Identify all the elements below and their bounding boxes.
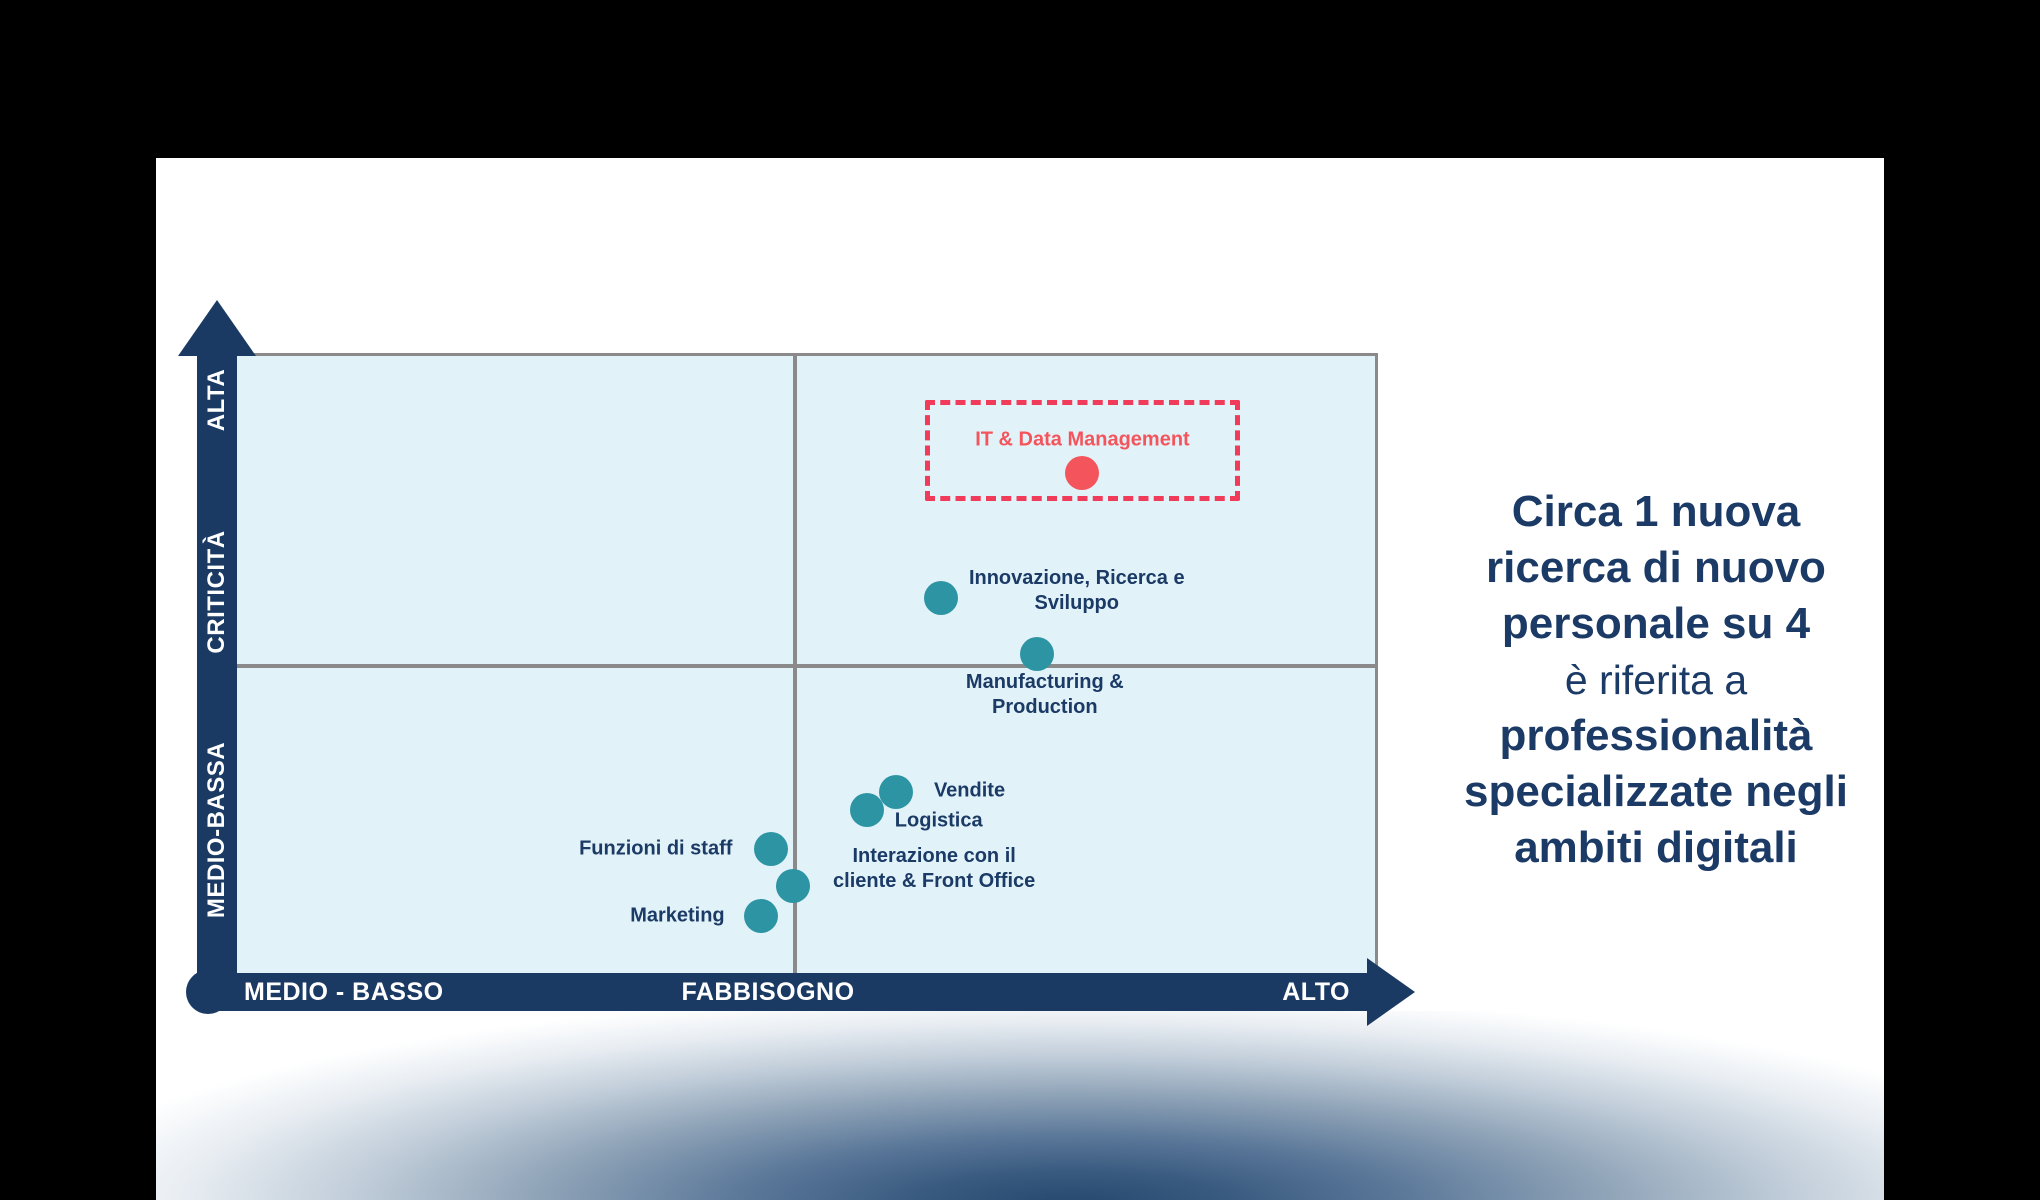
- bottom-gradient-glow: [156, 1011, 1884, 1200]
- annotation-text-block: Circa 1 nuova ricerca di nuovo personale s…: [1438, 484, 1874, 876]
- highlight-dashed-box: [925, 400, 1240, 502]
- annotation-line: ricerca di nuovo: [1486, 543, 1826, 592]
- grid-horizontal-line: [237, 664, 1375, 668]
- marketing-label: Marketing: [630, 904, 725, 927]
- vendite-dot: [879, 774, 914, 809]
- logistica-dot: [849, 792, 884, 827]
- axis-origin-circle: [186, 970, 230, 1014]
- x-axis-arrowhead: [1367, 958, 1415, 1026]
- manufacturing-production-label: Manufacturing & Production: [965, 671, 1124, 719]
- annotation-line: ambiti digitali: [1514, 823, 1798, 872]
- x-axis-title: FABBISOGNO: [681, 978, 855, 1006]
- it-data-management-label: IT & Data Management: [975, 428, 1190, 451]
- annotation-line: professionalità: [1499, 711, 1813, 760]
- annotation-line: è riferita a: [1564, 657, 1748, 703]
- annotation-line: Circa 1 nuova: [1511, 487, 1801, 536]
- it-data-management-dot: [1065, 456, 1100, 491]
- x-axis-label-alto: ALTO: [1282, 978, 1350, 1006]
- annotation-line: specializzate negli: [1464, 767, 1848, 816]
- x-axis-bar: [216, 973, 1371, 1011]
- annotation-line: personale su 4: [1501, 599, 1811, 648]
- funzioni-di-staff-dot: [753, 831, 788, 866]
- marketing-dot: [743, 898, 778, 933]
- funzioni-di-staff-label: Funzioni di staff: [579, 837, 733, 860]
- y-axis-bar: [197, 356, 237, 1011]
- x-axis-label-medio-basso: MEDIO - BASSO: [244, 978, 444, 1006]
- logistica-label: Logistica: [894, 809, 983, 832]
- interazione-cliente-front-office-label: Interazione con il cliente & Front Offic…: [833, 844, 1036, 892]
- vendite-label: Vendite: [933, 779, 1006, 802]
- innovazione-ricerca-sviluppo-dot: [923, 580, 958, 615]
- interazione-cliente-front-office-dot: [775, 869, 810, 904]
- y-axis-arrowhead: [178, 300, 256, 356]
- manufacturing-production-dot: [1019, 637, 1054, 672]
- innovazione-ricerca-sviluppo-label: Innovazione, Ricerca e Sviluppo: [968, 566, 1185, 614]
